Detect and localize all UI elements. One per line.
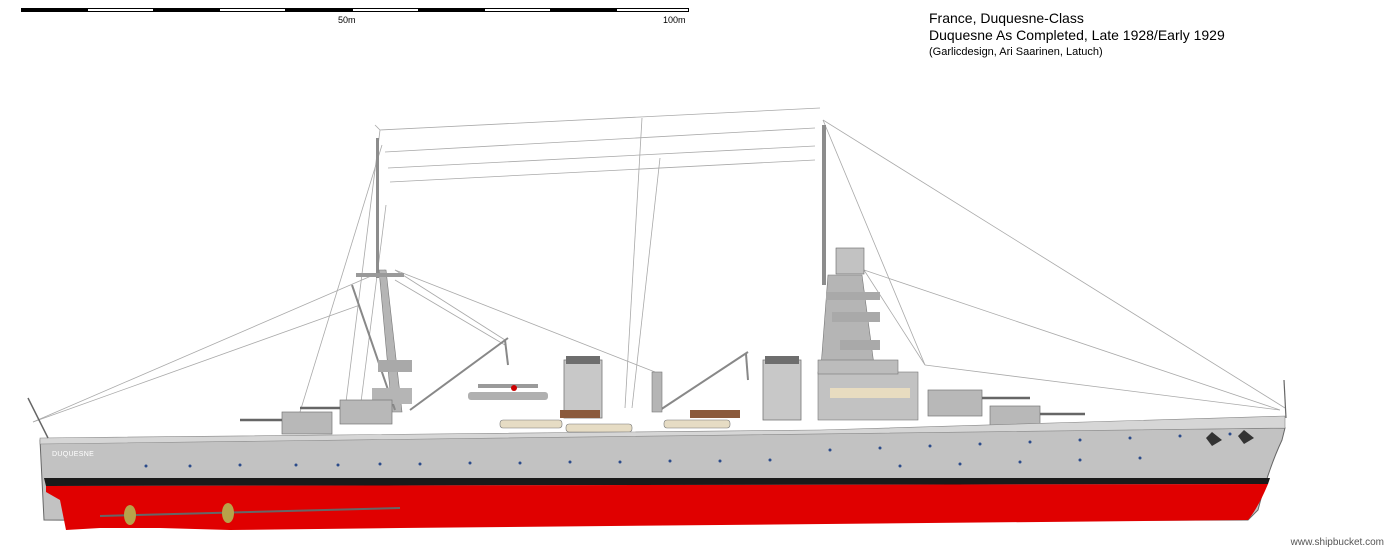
anchor-icon — [1206, 430, 1254, 446]
ensign-staff — [27, 397, 49, 439]
hull — [39, 415, 1286, 530]
title-line-1: France, Duquesne-Class — [929, 10, 1084, 26]
title-line-2: Duquesne As Completed, Late 1928/Early 1… — [929, 27, 1225, 43]
rigging — [32, 107, 1286, 423]
scale-segment — [616, 8, 689, 12]
title-line-3: (Garlicdesign, Ari Saarinen, Latuch) — [929, 46, 1103, 58]
mainmast — [351, 138, 412, 413]
scale-label-50m: 50m — [338, 15, 356, 25]
ship-name-label: DUQUESNE — [52, 451, 95, 458]
seaplane — [468, 384, 548, 400]
portholes — [144, 432, 1232, 468]
foremast — [819, 125, 880, 381]
scale-bar: 50m 100m — [21, 8, 689, 25]
scale-label-100m: 100m — [663, 15, 686, 25]
main-turrets — [240, 389, 1085, 435]
funnels — [563, 356, 802, 421]
boats — [499, 410, 740, 433]
jack-staff — [1283, 379, 1287, 419]
title-block: France, Duquesne-Class Duquesne As Compl… — [929, 10, 1225, 60]
bridge — [817, 359, 919, 421]
credit-link[interactable]: www.shipbucket.com — [1290, 537, 1384, 548]
cranes — [409, 337, 749, 413]
